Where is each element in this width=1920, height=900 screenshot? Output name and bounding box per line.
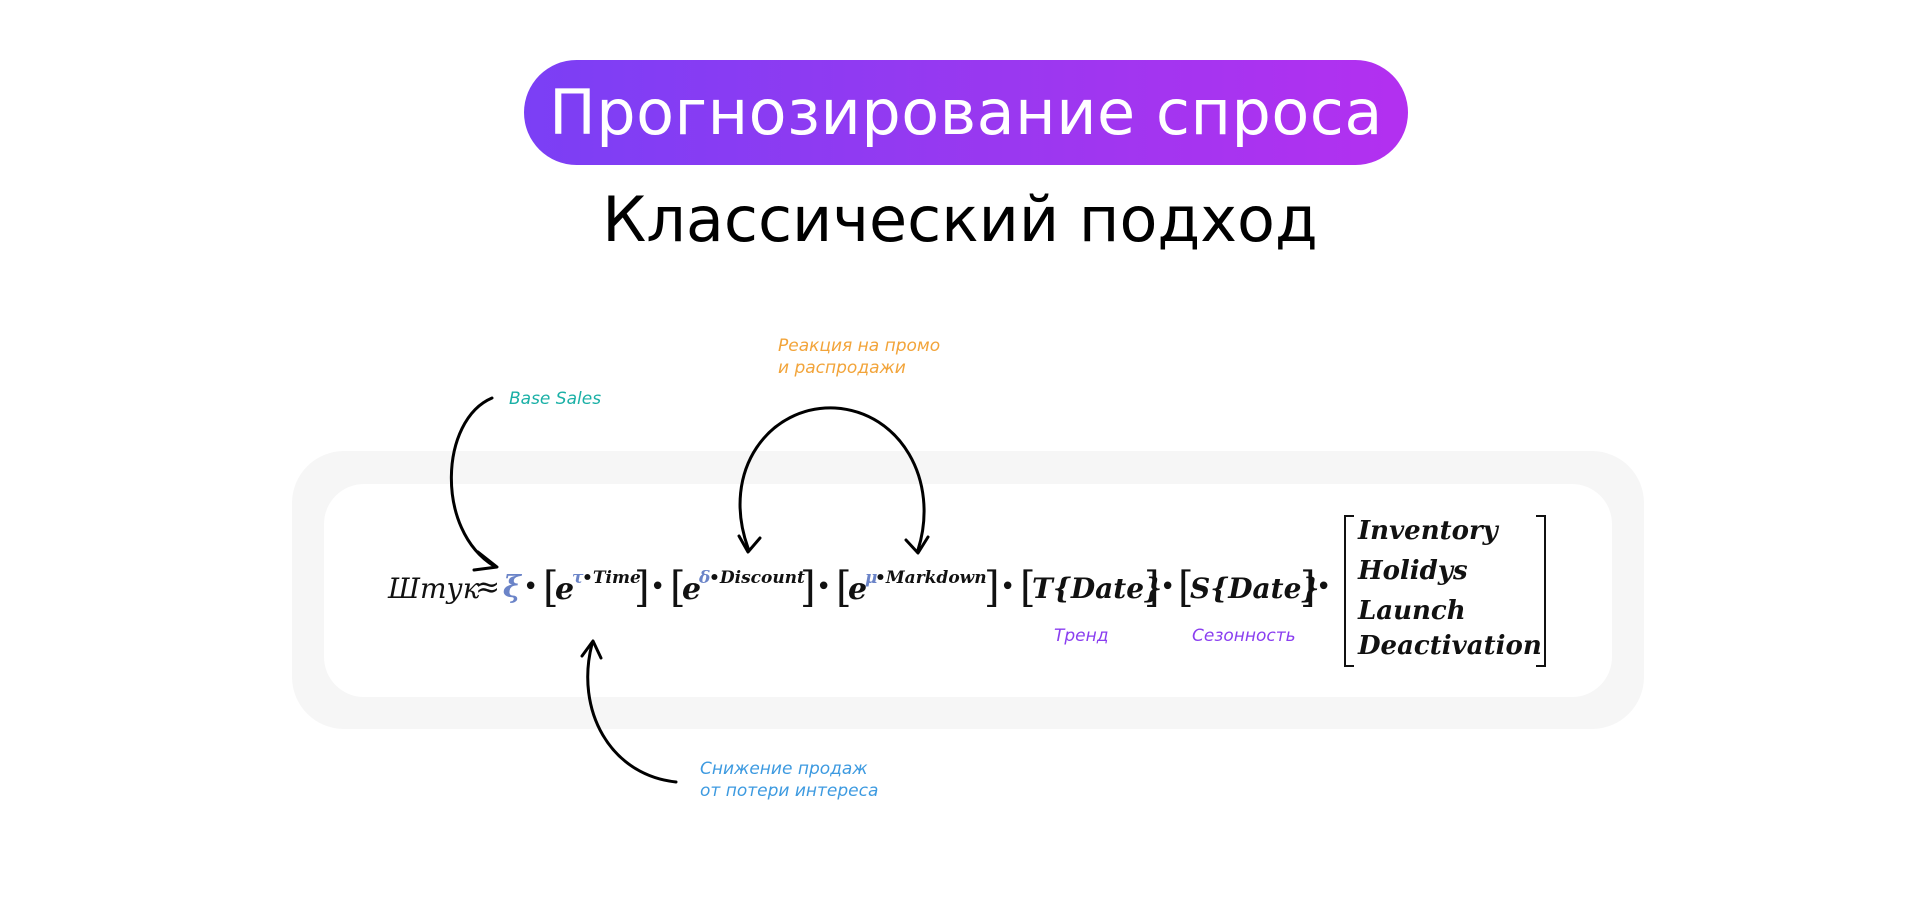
formula-dot-4: • xyxy=(1000,572,1016,602)
formula-dot-5: • xyxy=(1160,572,1176,602)
annotation-season: Сезонность xyxy=(1192,626,1296,646)
formula-dot-6: • xyxy=(1316,572,1332,602)
term-time-base: e xyxy=(555,572,575,607)
bracket-close-markdown: ] xyxy=(984,563,1000,613)
annotation-base-sales: Base Sales xyxy=(509,389,602,409)
bracket-open-season: [ xyxy=(1178,563,1194,613)
matrix-item-inventory: Inventory xyxy=(1358,516,1498,546)
matrix-item-launch: Launch xyxy=(1358,596,1466,626)
bracket-close-trend: ] xyxy=(1144,563,1160,613)
title-pill: Прогнозирование спроса xyxy=(524,60,1408,165)
term-markdown-base: e xyxy=(848,572,868,607)
formula-frame-inner xyxy=(324,484,1612,697)
formula-dot-2: • xyxy=(650,572,666,602)
formula-lhs: Штук xyxy=(388,572,480,605)
bracket-close-discount: ] xyxy=(800,563,816,613)
term-markdown-greek: μ xyxy=(865,568,878,588)
annotation-promo-line2: и распродажи xyxy=(778,358,906,378)
annotation-decline-line1: Снижение продаж xyxy=(700,759,868,779)
matrix-bracket-right xyxy=(1536,515,1546,667)
annotation-trend: Тренд xyxy=(1054,626,1109,646)
term-time-sup: •Time xyxy=(582,568,641,588)
annotation-promo-line1: Реакция на промо xyxy=(778,336,941,356)
term-season: S{Date} xyxy=(1190,572,1320,605)
matrix-bracket-left xyxy=(1344,515,1354,667)
formula-xi: ξ xyxy=(503,570,521,605)
page-title: Прогнозирование спроса xyxy=(549,76,1383,149)
formula-dot-3: • xyxy=(816,572,832,602)
bracket-open-time: [ xyxy=(543,563,559,613)
matrix-item-deactivation: Deactivation xyxy=(1358,631,1542,661)
bracket-open-markdown: [ xyxy=(836,563,852,613)
annotation-decline-line2: от потери интереса xyxy=(700,781,879,801)
formula-approx: ≈ xyxy=(475,570,501,605)
term-trend: T{Date} xyxy=(1032,572,1163,605)
term-discount-greek: δ xyxy=(699,568,711,588)
term-markdown-sup: •Markdown xyxy=(875,568,987,588)
bracket-open-trend: [ xyxy=(1020,563,1036,613)
term-discount-base: e xyxy=(682,572,702,607)
bracket-close-season: ] xyxy=(1300,563,1316,613)
term-discount-sup: •Discount xyxy=(709,568,805,588)
page-subtitle: Классический подход xyxy=(602,183,1318,256)
bracket-open-discount: [ xyxy=(670,563,686,613)
matrix-item-holidays: Holidys xyxy=(1358,556,1468,586)
bracket-close-time: ] xyxy=(634,563,650,613)
formula-dot-1: • xyxy=(523,572,539,602)
term-time-greek: τ xyxy=(572,568,584,588)
